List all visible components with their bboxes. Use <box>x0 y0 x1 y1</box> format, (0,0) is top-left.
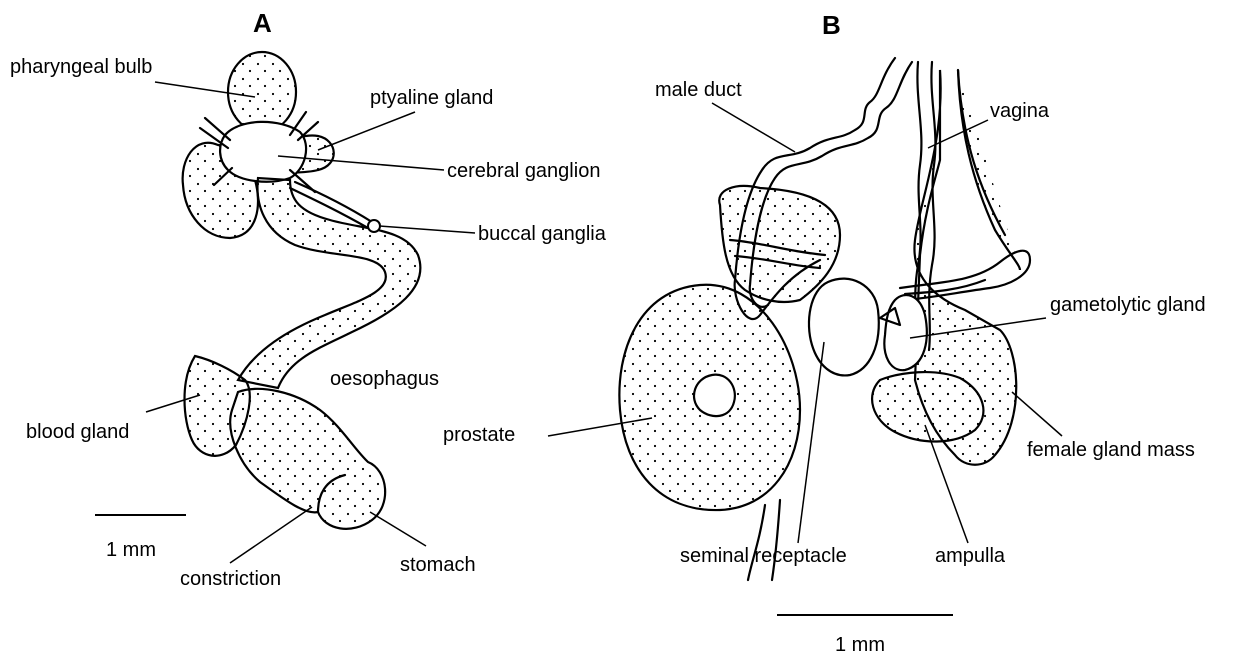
seminal-receptacle-shape <box>809 279 879 376</box>
label-oesophagus: oesophagus <box>330 368 439 390</box>
label-gametolytic-gland: gametolytic gland <box>1050 294 1206 316</box>
label-male-duct: male duct <box>655 79 742 101</box>
panel-a-letter: A <box>253 8 272 38</box>
label-female-gland-mass: female gland mass <box>1027 439 1195 461</box>
scale-label-a: 1 mm <box>106 539 156 561</box>
label-seminal-receptacle: seminal receptacle <box>680 545 847 567</box>
label-buccal-ganglia: buccal ganglia <box>478 223 607 245</box>
label-ampulla: ampulla <box>935 545 1006 567</box>
buccal-ganglia-shape <box>368 220 380 232</box>
label-pharyngeal-bulb: pharyngeal bulb <box>10 56 152 78</box>
prostate-shape <box>619 285 800 510</box>
pharyngeal-bulb-shape <box>228 52 296 132</box>
stomach-shape <box>230 389 385 529</box>
label-constriction: constriction <box>180 568 281 590</box>
panel-b-letter: B <box>822 10 841 40</box>
oesophagus-shape <box>238 178 420 388</box>
label-cerebral-ganglion: cerebral ganglion <box>447 160 600 182</box>
label-blood-gland: blood gland <box>26 421 129 443</box>
scale-label-b: 1 mm <box>835 634 885 656</box>
gametolytic-gland-shape <box>884 295 926 370</box>
label-prostate: prostate <box>443 424 515 446</box>
label-stomach: stomach <box>400 554 476 576</box>
label-ptyaline-gland: ptyaline gland <box>370 87 493 109</box>
label-vagina: vagina <box>990 100 1050 122</box>
panel-b: B 1 mm male duct <box>443 10 1206 656</box>
panel-a: A 1 mm pharyngeal bulb ptyaline gland <box>10 8 607 590</box>
